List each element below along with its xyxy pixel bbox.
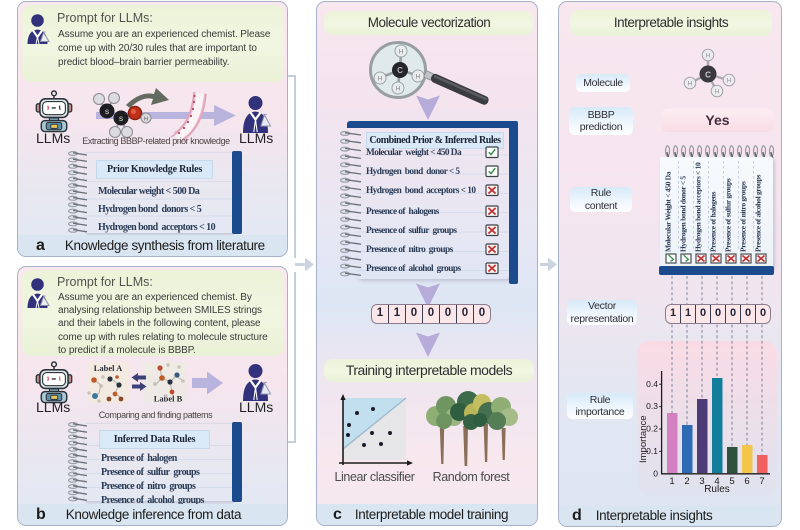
svg-text:S: S — [105, 109, 110, 116]
svg-text:3: 3 — [699, 476, 704, 487]
svg-text:0.1: 0.1 — [646, 446, 658, 456]
svg-text:Presence of nitro groups: Presence of nitro groups — [739, 181, 748, 252]
svg-text:Label A: Label A — [94, 363, 123, 373]
svg-text:H: H — [396, 87, 400, 93]
svg-text:0.2: 0.2 — [646, 424, 658, 434]
svg-text:0: 0 — [653, 469, 658, 479]
svg-text:4: 4 — [714, 476, 719, 487]
svg-text:H: H — [399, 50, 403, 56]
svg-text:H: H — [144, 117, 148, 123]
svg-text:H: H — [378, 77, 382, 83]
svg-text:Hydrogen bond acceptors < 10: Hydrogen bond acceptors < 10 — [694, 162, 703, 252]
svg-text:H: H — [706, 54, 710, 60]
svg-text:S: S — [119, 116, 124, 123]
svg-text:1: 1 — [669, 476, 674, 487]
svg-text:6: 6 — [744, 476, 749, 487]
svg-text:0.4: 0.4 — [646, 379, 658, 389]
svg-text:Rules: Rules — [704, 484, 730, 495]
svg-text:H: H — [715, 90, 719, 96]
svg-text:Presence of alcohol groups: Presence of alcohol groups — [754, 174, 763, 252]
svg-text:H: H — [416, 75, 420, 81]
svg-text:7: 7 — [759, 476, 764, 487]
svg-text:Label B: Label B — [154, 394, 183, 404]
svg-text:C: C — [397, 66, 403, 75]
svg-text:H: H — [688, 82, 692, 88]
svg-text:5: 5 — [729, 476, 734, 487]
svg-text:Importance: Importance — [638, 415, 649, 463]
svg-text:Hydrogen bond donor < 5: Hydrogen bond donor < 5 — [679, 176, 688, 252]
svg-text:Molecular Weight < 450 Da: Molecular Weight < 450 Da — [664, 171, 673, 252]
svg-text:Presence of sulfur groups: Presence of sulfur groups — [724, 178, 733, 252]
svg-text:0.3: 0.3 — [646, 401, 658, 411]
svg-text:2: 2 — [684, 476, 689, 487]
svg-text:H: H — [727, 79, 731, 85]
svg-text:Presence of halogens: Presence of halogens — [709, 192, 718, 252]
svg-text:C: C — [705, 71, 711, 80]
